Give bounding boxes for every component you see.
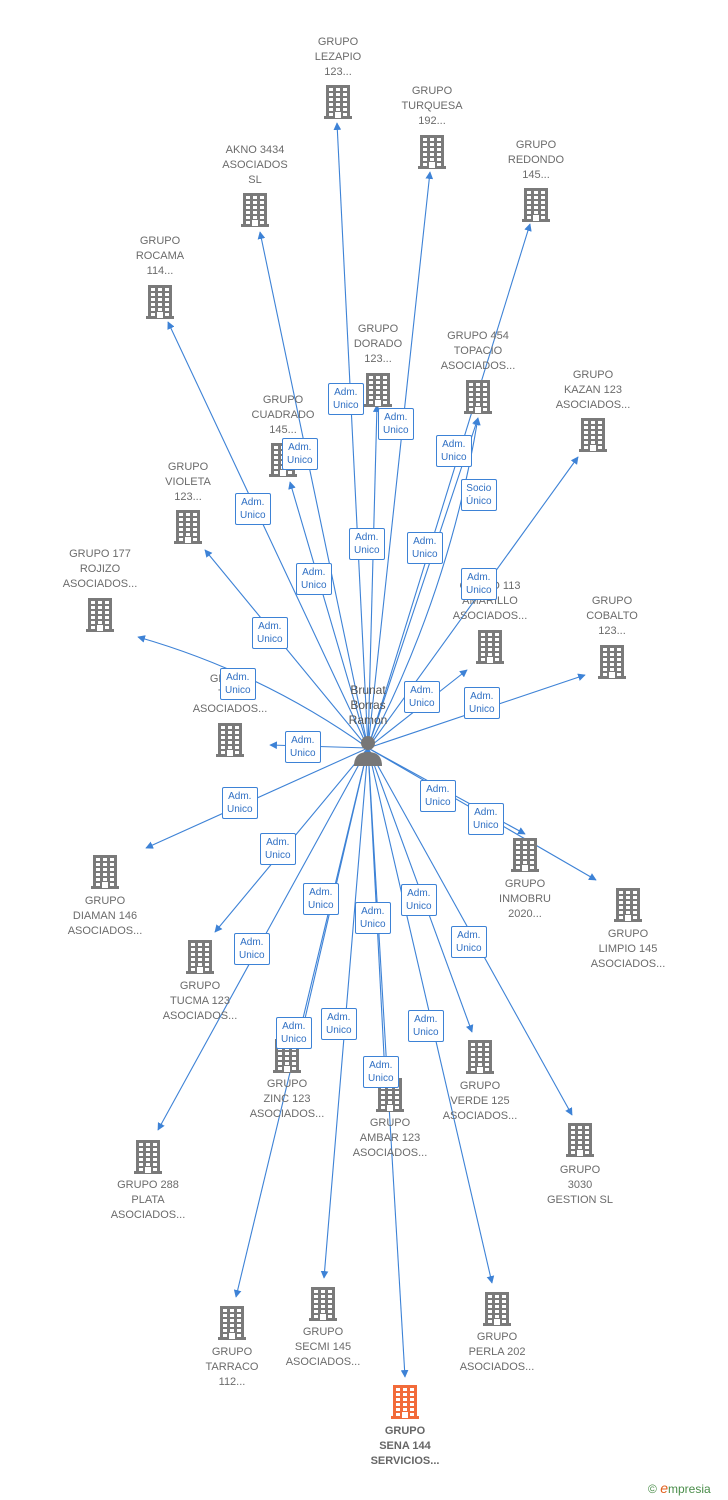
building-icon-dorado[interactable]: [364, 373, 392, 407]
building-icon-diaman[interactable]: [91, 855, 119, 889]
building-icon-perla[interactable]: [483, 1292, 511, 1326]
node-label-tucma[interactable]: GRUPO TUCMA 123 ASOCIADOS...: [162, 980, 238, 1022]
building-icon-verde[interactable]: [466, 1040, 494, 1074]
edge-label-perla: Adm. Unico: [408, 1010, 444, 1042]
building-icon-topacio[interactable]: [464, 380, 492, 414]
edge-label-amarillo: Adm. Unico: [404, 681, 440, 713]
node-label-secmi[interactable]: GRUPO SECMI 145 ASOCIADOS...: [285, 1326, 361, 1368]
node-label-cobalto[interactable]: GRUPO COBALTO 123...: [586, 595, 638, 637]
edge-label-cuadrado: Adm. Unico: [407, 532, 443, 564]
node-label-dorado[interactable]: GRUPO DORADO 123...: [353, 323, 403, 365]
building-icon-secmi[interactable]: [309, 1287, 337, 1321]
edge-label-turquesa: Adm. Unico: [378, 408, 414, 440]
building-icon-tiza[interactable]: [216, 723, 244, 757]
edge-rojizo: [137, 635, 369, 749]
edge-lezapio: [333, 122, 369, 749]
edge-label-dorado: Adm. Unico: [296, 563, 332, 595]
edge-label-kazan: Adm. Unico: [282, 438, 318, 470]
edge-label-gestion: Adm. Unico: [401, 884, 437, 916]
node-label-zinc[interactable]: GRUPO ZINC 123 ASOCIADOS...: [249, 1078, 325, 1120]
building-icon-violeta[interactable]: [174, 510, 202, 544]
node-label-gestion[interactable]: GRUPO 3030 GESTION SL: [546, 1164, 614, 1206]
edge-label-rocama: Adm. Unico: [252, 617, 288, 649]
building-icon-plata[interactable]: [134, 1140, 162, 1174]
building-icon-lezapio[interactable]: [324, 85, 352, 119]
brand-name: mpresia: [667, 1482, 711, 1496]
edge-label-topacio: Adm. Unico: [349, 528, 385, 560]
node-label-kazan[interactable]: GRUPO KAZAN 123 ASOCIADOS...: [555, 369, 631, 411]
building-icon-akno[interactable]: [241, 193, 269, 227]
building-icon-sena[interactable]: [391, 1385, 419, 1419]
edge-label-redondo: Adm. Unico: [436, 435, 472, 467]
node-label-rojizo[interactable]: GRUPO 177 ROJIZO ASOCIADOS...: [62, 548, 138, 590]
edge-label-topacio: Socio Único: [461, 479, 497, 511]
building-icon-inmobru[interactable]: [511, 838, 539, 872]
edge-label-secmi: Adm. Unico: [321, 1008, 357, 1040]
building-icon-kazan[interactable]: [579, 418, 607, 452]
edge-dorado: [367, 404, 381, 749]
node-label-lezapio[interactable]: GRUPO LEZAPIO 123...: [314, 36, 362, 78]
building-icon-redondo[interactable]: [522, 188, 550, 222]
building-icon-limpio[interactable]: [614, 888, 642, 922]
brand-initial: e: [660, 1480, 668, 1496]
edge-label-ambar: Adm. Unico: [303, 883, 339, 915]
building-icon-tucma[interactable]: [186, 940, 214, 974]
node-label-cuadrado[interactable]: GRUPO CUADRADO 145...: [251, 394, 315, 436]
edge-label-sena: Adm. Unico: [363, 1056, 399, 1088]
edge-label-violeta: Adm. Unico: [220, 668, 256, 700]
node-label-diaman[interactable]: GRUPO DIAMAN 146 ASOCIADOS...: [67, 895, 143, 937]
node-label-violeta[interactable]: GRUPO VIOLETA 123...: [165, 461, 211, 503]
node-label-rocama[interactable]: GRUPO ROCAMA 114...: [135, 235, 185, 277]
edge-label-tarraco: Adm. Unico: [276, 1017, 312, 1049]
edge-label-rojizo: Adm. Unico: [461, 568, 497, 600]
node-label-tarraco[interactable]: GRUPO TARRACO 112...: [205, 1346, 259, 1388]
edge-label-diaman: Adm. Unico: [222, 787, 258, 819]
edge-label-limpio: Adm. Unico: [468, 803, 504, 835]
node-label-inmobru[interactable]: GRUPO INMOBRU 2020...: [499, 878, 551, 920]
edge-redondo: [367, 223, 532, 749]
building-icon-gestion[interactable]: [566, 1123, 594, 1157]
edge-label-inmobru: Adm. Unico: [420, 780, 456, 812]
edge-violeta: [204, 549, 369, 749]
node-label-turquesa[interactable]: GRUPO TURQUESA 192...: [401, 85, 463, 127]
person-icon[interactable]: [354, 736, 382, 766]
building-icon-rocama[interactable]: [146, 285, 174, 319]
edge-label-zinc: Adm. Unico: [234, 933, 270, 965]
edge-label-tucma: Adm. Unico: [260, 833, 296, 865]
building-icon-tarraco[interactable]: [218, 1306, 246, 1340]
edge-turquesa: [367, 171, 434, 749]
node-label-ambar[interactable]: GRUPO AMBAR 123 ASOCIADOS...: [352, 1117, 428, 1159]
edge-kazan: [367, 456, 579, 749]
edge-label-tiza: Adm. Unico: [285, 731, 321, 763]
edge-label-akno: Adm. Unico: [235, 493, 271, 525]
footer-brand[interactable]: © empresia: [648, 1480, 711, 1496]
edge-cuadrado: [288, 481, 369, 749]
edge-label-lezapio: Adm. Unico: [328, 383, 364, 415]
building-icon-turquesa[interactable]: [418, 135, 446, 169]
edge-label-cobalto: Adm. Unico: [464, 687, 500, 719]
node-label-perla[interactable]: GRUPO PERLA 202 ASOCIADOS...: [459, 1331, 535, 1373]
edge-label-plata: Adm. Unico: [451, 926, 487, 958]
edge-label-verde: Adm. Unico: [355, 902, 391, 934]
node-label-sena[interactable]: GRUPO SENA 144 SERVICIOS...: [370, 1425, 440, 1467]
building-icon-rojizo[interactable]: [86, 598, 114, 632]
node-label-topacio[interactable]: GRUPO 454 TOPACIO ASOCIADOS...: [440, 330, 516, 372]
node-label-akno[interactable]: AKNO 3434 ASOCIADOS SL: [222, 144, 288, 186]
node-label-verde[interactable]: GRUPO VERDE 125 ASOCIADOS...: [442, 1080, 518, 1122]
center-person-label[interactable]: Brunat Borras Ramon: [348, 683, 388, 727]
edge-akno: [257, 231, 369, 749]
node-label-limpio[interactable]: GRUPO LIMPIO 145 ASOCIADOS...: [590, 928, 666, 970]
node-label-plata[interactable]: GRUPO 288 PLATA ASOCIADOS...: [110, 1179, 186, 1221]
building-icon-cobalto[interactable]: [598, 645, 626, 679]
edge-rocama: [167, 321, 369, 749]
copyright-symbol: ©: [648, 1482, 657, 1496]
building-icon-amarillo[interactable]: [476, 630, 504, 664]
node-label-redondo[interactable]: GRUPO REDONDO 145...: [507, 139, 565, 181]
